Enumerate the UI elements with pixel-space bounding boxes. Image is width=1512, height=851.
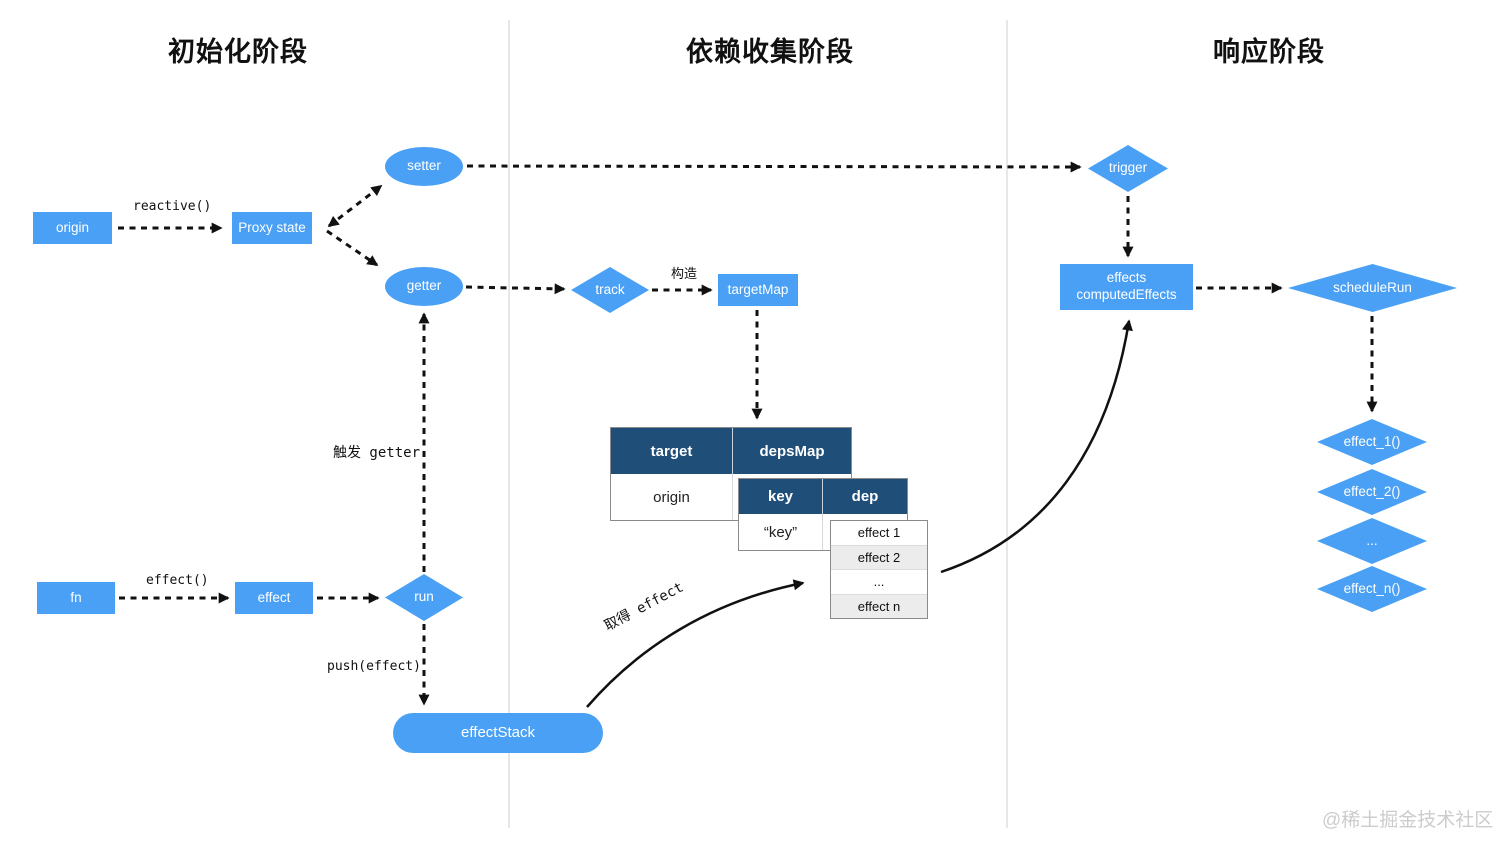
phase-title-respond: 响应阶段 — [1213, 37, 1325, 67]
node-schedulerun: scheduleRun — [1288, 264, 1457, 312]
node-origin: origin — [33, 212, 112, 244]
label-reactive: reactive() — [133, 199, 212, 214]
effect-list-item-1: effect 1 — [857, 525, 901, 541]
node-effects-computedeffects: effects computedEffects — [1060, 264, 1193, 310]
node-effect-n: effect_n() — [1317, 566, 1427, 612]
column-divider-left — [508, 20, 510, 828]
node-getter: getter — [385, 267, 463, 306]
effect-list: effect 1 effect 2 ... effect n — [830, 520, 928, 619]
node-effectstack: effectStack — [393, 713, 603, 753]
curve-effectstack-to-effectlist — [586, 579, 805, 708]
node-targetmap: targetMap — [718, 274, 798, 306]
table-cell-key: “key” — [739, 514, 823, 550]
node-trigger: trigger — [1088, 145, 1168, 192]
table-header-key: key — [739, 479, 823, 514]
arrow-proxy-state-to-getter — [326, 229, 379, 267]
node-effect-dots: ... — [1317, 518, 1427, 564]
node-fn: fn — [37, 582, 115, 614]
label-effect-call: effect() — [146, 573, 209, 588]
effect-list-item-2: effect 2 — [831, 544, 927, 569]
effect-list-item-n: effect n — [831, 593, 927, 618]
phase-title-init: 初始化阶段 — [168, 37, 308, 67]
label-construct: 构造 — [671, 266, 698, 281]
table-header-target: target — [611, 428, 733, 474]
curve-effectlist-to-effects — [940, 319, 1133, 574]
arrow-setter-to-trigger — [466, 161, 1082, 173]
column-divider-right — [1006, 20, 1008, 828]
node-proxy-state: Proxy state — [232, 212, 312, 244]
node-track: track — [571, 267, 649, 313]
phase-title-collect: 依赖收集阶段 — [686, 37, 854, 67]
watermark: @稀土掘金技术社区 — [1322, 810, 1494, 831]
label-push-effect: push(effect) — [327, 659, 421, 674]
label-get-effect: 取得 effect — [601, 579, 687, 635]
arrow-proxy-state-setter — [327, 184, 383, 228]
arrow-getter-to-track — [465, 283, 566, 295]
table-cell-origin: origin — [611, 474, 733, 520]
label-trigger-getter: 触发 getter — [333, 445, 421, 461]
node-run: run — [385, 574, 463, 621]
node-effect-2: effect_2() — [1317, 469, 1427, 515]
node-effect-1: effect_1() — [1317, 419, 1427, 465]
table-header-dep: dep — [851, 488, 879, 505]
node-setter: setter — [385, 147, 463, 186]
table-header-depsmap: depsMap — [759, 442, 825, 460]
node-effect: effect — [235, 582, 313, 614]
effect-list-item-dots: ... — [831, 569, 927, 594]
